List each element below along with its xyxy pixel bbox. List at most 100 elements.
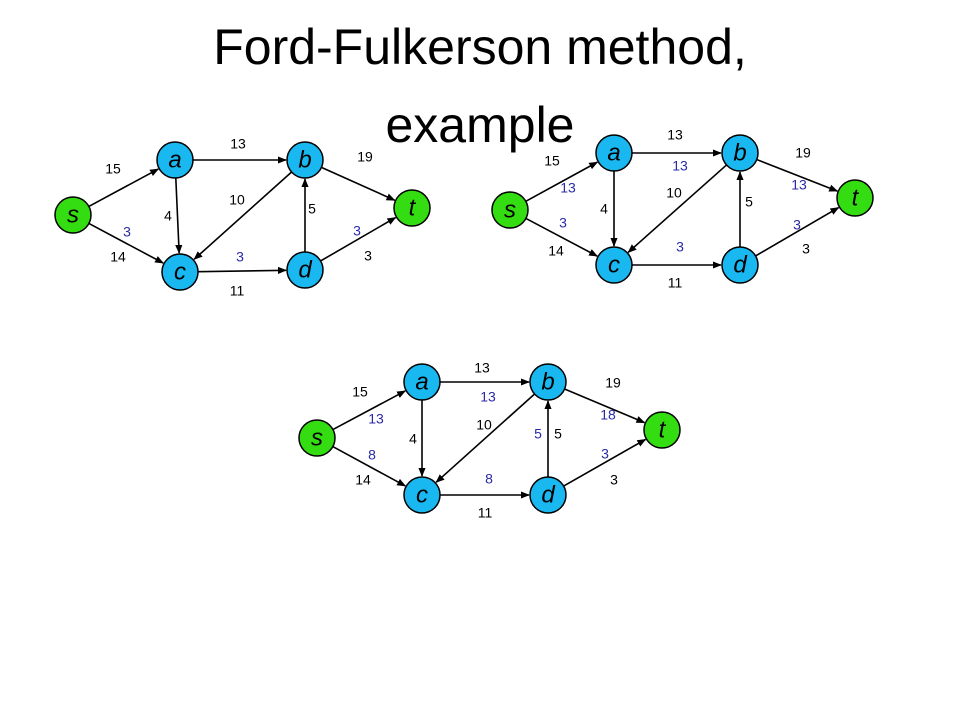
graph-1-edge-s-a [88, 168, 160, 208]
graph-3-node-a-label: a [415, 368, 428, 395]
graph-3-capacity-a-c: 4 [409, 431, 417, 447]
graph-1-capacity-s-c: 14 [110, 249, 126, 265]
graph-3-node-t-label: t [659, 416, 667, 443]
graph-1-capacity-s-a: 15 [105, 161, 121, 177]
graph-2-edge-b-c [627, 164, 728, 253]
graph-1-node-a: a [156, 141, 194, 179]
graph-3-capacity-d-t: 3 [610, 472, 618, 488]
graph-1-capacity-b-t: 19 [357, 149, 373, 165]
graph-3-node-b: b [529, 363, 567, 401]
graph-1-edge-a-c [175, 177, 183, 254]
graph-1-node-a-circle [156, 141, 194, 179]
graph-1-node-b-circle [286, 141, 324, 179]
graph-2-edge-b-t [756, 158, 839, 192]
graph-1-flow-c-d: 3 [236, 249, 244, 265]
graph-2-node-d-label: d [733, 251, 747, 278]
graph-2-node-c-circle [595, 246, 633, 284]
graph-1-edge-b-c [193, 171, 293, 260]
graph-3-node-s: s [298, 419, 336, 457]
graph-2-node-s-label: s [504, 196, 516, 223]
graph-3-node-d: d [529, 476, 567, 514]
graph-2-capacity-a-b: 13 [667, 127, 683, 143]
graph-1-edge-d-t [320, 216, 397, 262]
graph-2-node-a-label: a [607, 139, 620, 166]
graph-1-flow-d-t: 3 [353, 223, 361, 239]
graph-3-node-s-label: s [311, 424, 323, 451]
graph-2-node-b: b [721, 134, 759, 172]
graph-3-node-c-label: c [416, 481, 428, 508]
graph-2-edge-s-c [525, 217, 598, 257]
graph-3-flow-d-b: 5 [534, 426, 542, 442]
graph-1-node-s-circle [54, 196, 92, 234]
graph-2-node-b-circle [721, 134, 759, 172]
graph-2-capacity-s-a: 15 [544, 153, 560, 169]
graph-2-flow-a-b: 13 [672, 158, 688, 174]
graph-3-flow-a-b: 13 [480, 389, 496, 405]
graph-1-node-d: d [286, 251, 324, 289]
graph-3-flow-s-c: 8 [368, 447, 376, 463]
graph-3-capacity-b-t: 19 [605, 375, 621, 391]
graph-2-flow-s-a: 13 [560, 180, 576, 196]
graph-2-node-t-circle [836, 179, 874, 217]
graph-3-flow-b-t: 18 [600, 407, 616, 423]
graph-2-node-c: c [595, 246, 633, 284]
graph-1-node-t-label: t [409, 194, 417, 221]
graph-1-flow-s-c: 3 [123, 224, 131, 240]
graph-1-node-c: c [161, 253, 199, 291]
graph-3-node-s-circle [298, 419, 336, 457]
graph-1-edge-s-c [88, 222, 165, 264]
graph-3-flow-d-t: 3 [601, 446, 609, 462]
graph-1-edge-c-d [197, 266, 287, 275]
graph-3-node-c-circle [403, 476, 441, 514]
graph-3-node-b-circle [529, 363, 567, 401]
graph-2-edge-d-t [755, 206, 840, 257]
graph-3-capacity-s-c: 14 [355, 472, 371, 488]
graph-3-capacity-a-b: 13 [474, 360, 490, 376]
graph-1-edge-b-t [321, 166, 396, 201]
graph-1-node-c-circle [161, 253, 199, 291]
edge-labels-layer: 1514313410191135331513143131341019131135… [105, 127, 811, 521]
graph-1-node-d-label: d [298, 256, 312, 283]
graph-3-node-d-label: d [541, 481, 555, 508]
graph-3-node-c: c [403, 476, 441, 514]
graph-1-node-b: b [286, 141, 324, 179]
graph-1-node-t-circle [393, 189, 431, 227]
graph-3-edge-b-t [564, 388, 646, 424]
graph-1-node-t: t [393, 189, 431, 227]
graph-3-edge-s-a [332, 390, 407, 431]
graph-1-node-c-label: c [174, 258, 186, 285]
graph-2-node-d-circle [721, 246, 759, 284]
graph-2-node-d: d [721, 246, 759, 284]
graph-1-node-b-label: b [298, 146, 311, 173]
graph-1-capacity-d-b: 5 [308, 201, 316, 217]
page-title-line-2: example [385, 97, 575, 153]
graph-3-capacity-c-d: 11 [478, 505, 493, 521]
graph-1-capacity-d-t: 3 [364, 248, 372, 264]
graph-3-node-b-label: b [541, 368, 554, 395]
graph-3-node-d-circle [529, 476, 567, 514]
graph-3-edge-d-t [563, 438, 647, 487]
graph-3-flow-c-d: 8 [485, 471, 493, 487]
graph-2-capacity-c-d: 11 [668, 275, 683, 291]
graph-2-capacity-d-b: 5 [745, 194, 753, 210]
graph-2-edge-s-a [525, 161, 599, 203]
graph-2-node-s: s [491, 191, 529, 229]
graph-3-capacity-b-c: 10 [476, 417, 492, 433]
graph-1-node-s: s [54, 196, 92, 234]
graph-2-flow-b-t: 13 [791, 177, 807, 193]
graph-2-flow-s-c: 3 [559, 215, 567, 231]
graph-1-capacity-a-b: 13 [230, 136, 246, 152]
graph-2-capacity-b-c: 10 [666, 185, 682, 201]
graph-2-capacity-a-c: 4 [600, 201, 608, 217]
page-title-line-1: Ford-Fulkerson method, [213, 19, 747, 75]
graph-3-node-t-circle [643, 411, 681, 449]
graph-3-edge-b-c [435, 393, 536, 483]
edges-layer [88, 149, 840, 499]
graph-3-node-t: t [643, 411, 681, 449]
graph-2-capacity-d-t: 3 [802, 241, 810, 257]
graph-2-capacity-b-t: 19 [795, 145, 811, 161]
graph-1-node-d-circle [286, 251, 324, 289]
graph-2-node-s-circle [491, 191, 529, 229]
graph-3-node-a: a [403, 363, 441, 401]
